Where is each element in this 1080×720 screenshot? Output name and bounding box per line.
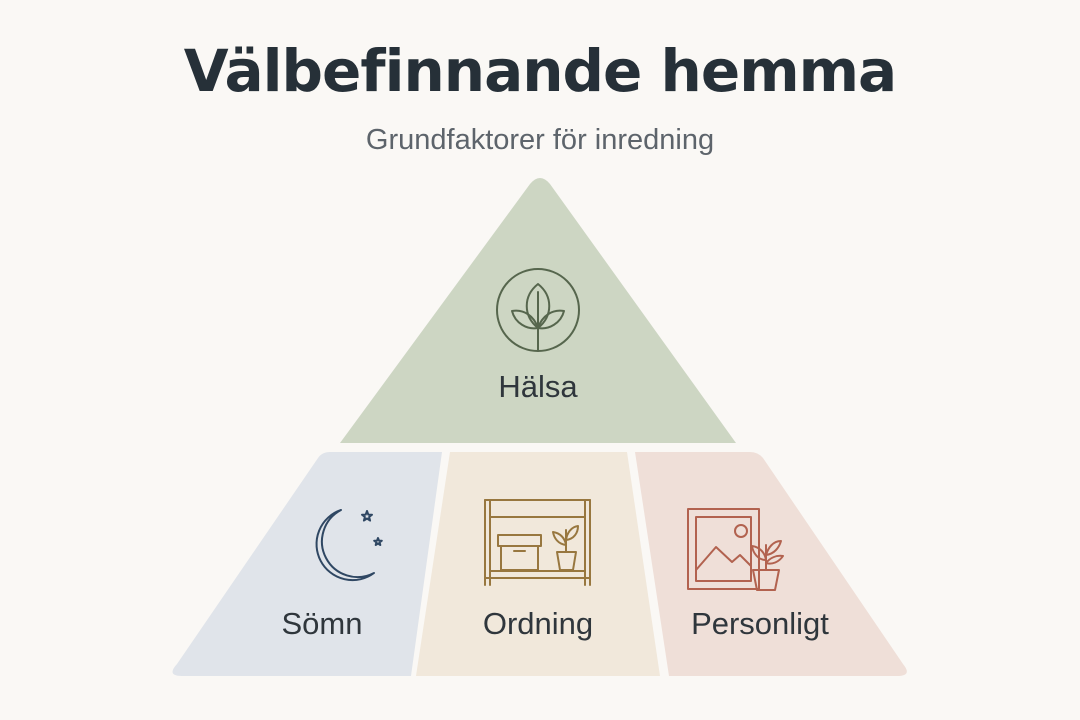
- tier-label-halsa: Hälsa: [498, 369, 578, 404]
- pyramid-tier-halsa: Hälsa: [340, 178, 736, 443]
- page-subtitle: Grundfaktorer för inredning: [365, 124, 715, 156]
- pyramid-tier-somn: Sömn: [172, 452, 442, 676]
- moon-stars-icon: [315, 509, 383, 582]
- leaf-sprout-icon: [496, 268, 580, 352]
- framed-picture-plant-icon: [687, 508, 784, 591]
- tier-somn-shape: [172, 452, 442, 676]
- star-icon: [373, 537, 383, 546]
- pyramid-tier-ordning: Ordning: [416, 452, 660, 676]
- star-icon: [361, 510, 373, 522]
- page-title: Välbefinnande hemma: [183, 37, 897, 105]
- tier-label-ordning: Ordning: [483, 606, 593, 641]
- tier-label-personligt: Personligt: [691, 606, 829, 641]
- tier-label-somn: Sömn: [282, 606, 363, 641]
- shelf-box-plant-icon: [484, 499, 591, 586]
- pyramid-tier-personligt: Personligt: [635, 452, 907, 676]
